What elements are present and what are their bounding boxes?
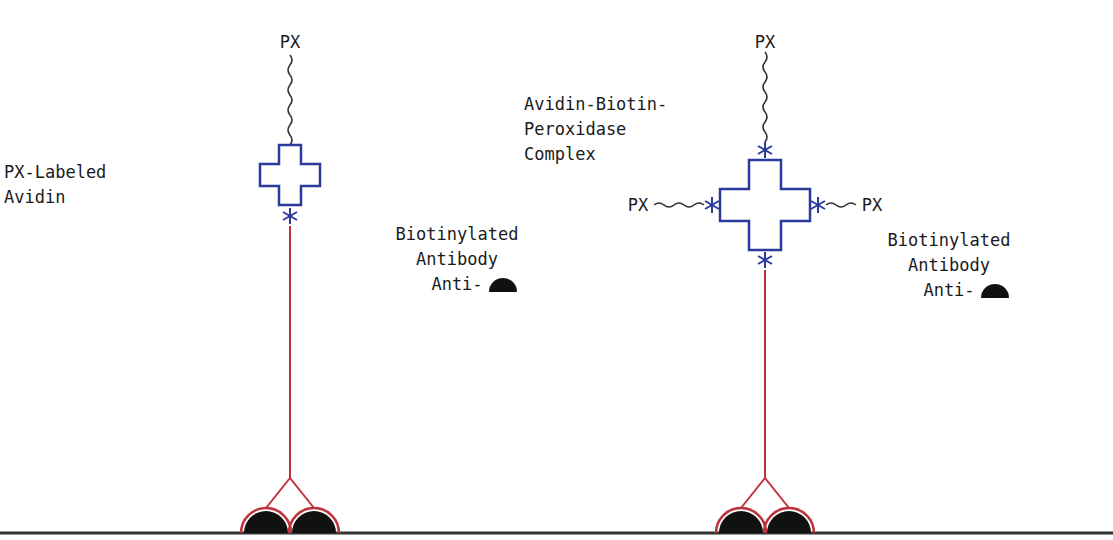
linker-squiggle xyxy=(654,203,704,207)
biotin-asterisk xyxy=(283,208,297,224)
linker-squiggle xyxy=(826,203,856,207)
biotin-asterisk xyxy=(758,142,772,158)
antibody-binding-site xyxy=(289,508,339,533)
avidin-cross xyxy=(260,145,320,205)
antigen-symbol xyxy=(489,278,517,292)
tissue-line xyxy=(0,532,1113,535)
antibody-arm xyxy=(765,478,789,508)
antibody-arm xyxy=(266,478,290,508)
biotin-asterisk xyxy=(811,197,825,213)
linker-squiggle xyxy=(763,52,767,142)
reagent-label: PX-Labeled Avidin xyxy=(4,160,114,210)
antibody-binding-site xyxy=(764,508,814,533)
antibody-binding-site xyxy=(241,508,291,533)
enzyme-label: PX xyxy=(745,30,785,55)
avidin-cross xyxy=(720,160,810,250)
antibody-label: Biotinylated Antibody Anti- xyxy=(392,222,522,297)
complex-label: Avidin-Biotin-Peroxidase Complex xyxy=(524,92,676,167)
antibody-stem xyxy=(289,226,291,478)
antibody-stem xyxy=(764,270,766,478)
antibody-arm xyxy=(741,478,765,508)
linker-squiggle xyxy=(288,55,292,145)
antibody-binding-site xyxy=(716,508,766,533)
enzyme-label: PX xyxy=(852,193,892,218)
antigen-symbol xyxy=(981,284,1009,298)
biotin-asterisk xyxy=(758,252,772,268)
antibody-arm xyxy=(290,478,314,508)
enzyme-label: PX xyxy=(618,193,658,218)
antibody-label: Biotinylated Antibody Anti- xyxy=(884,228,1014,303)
enzyme-label: PX xyxy=(270,30,310,55)
biotin-asterisk xyxy=(705,197,719,213)
